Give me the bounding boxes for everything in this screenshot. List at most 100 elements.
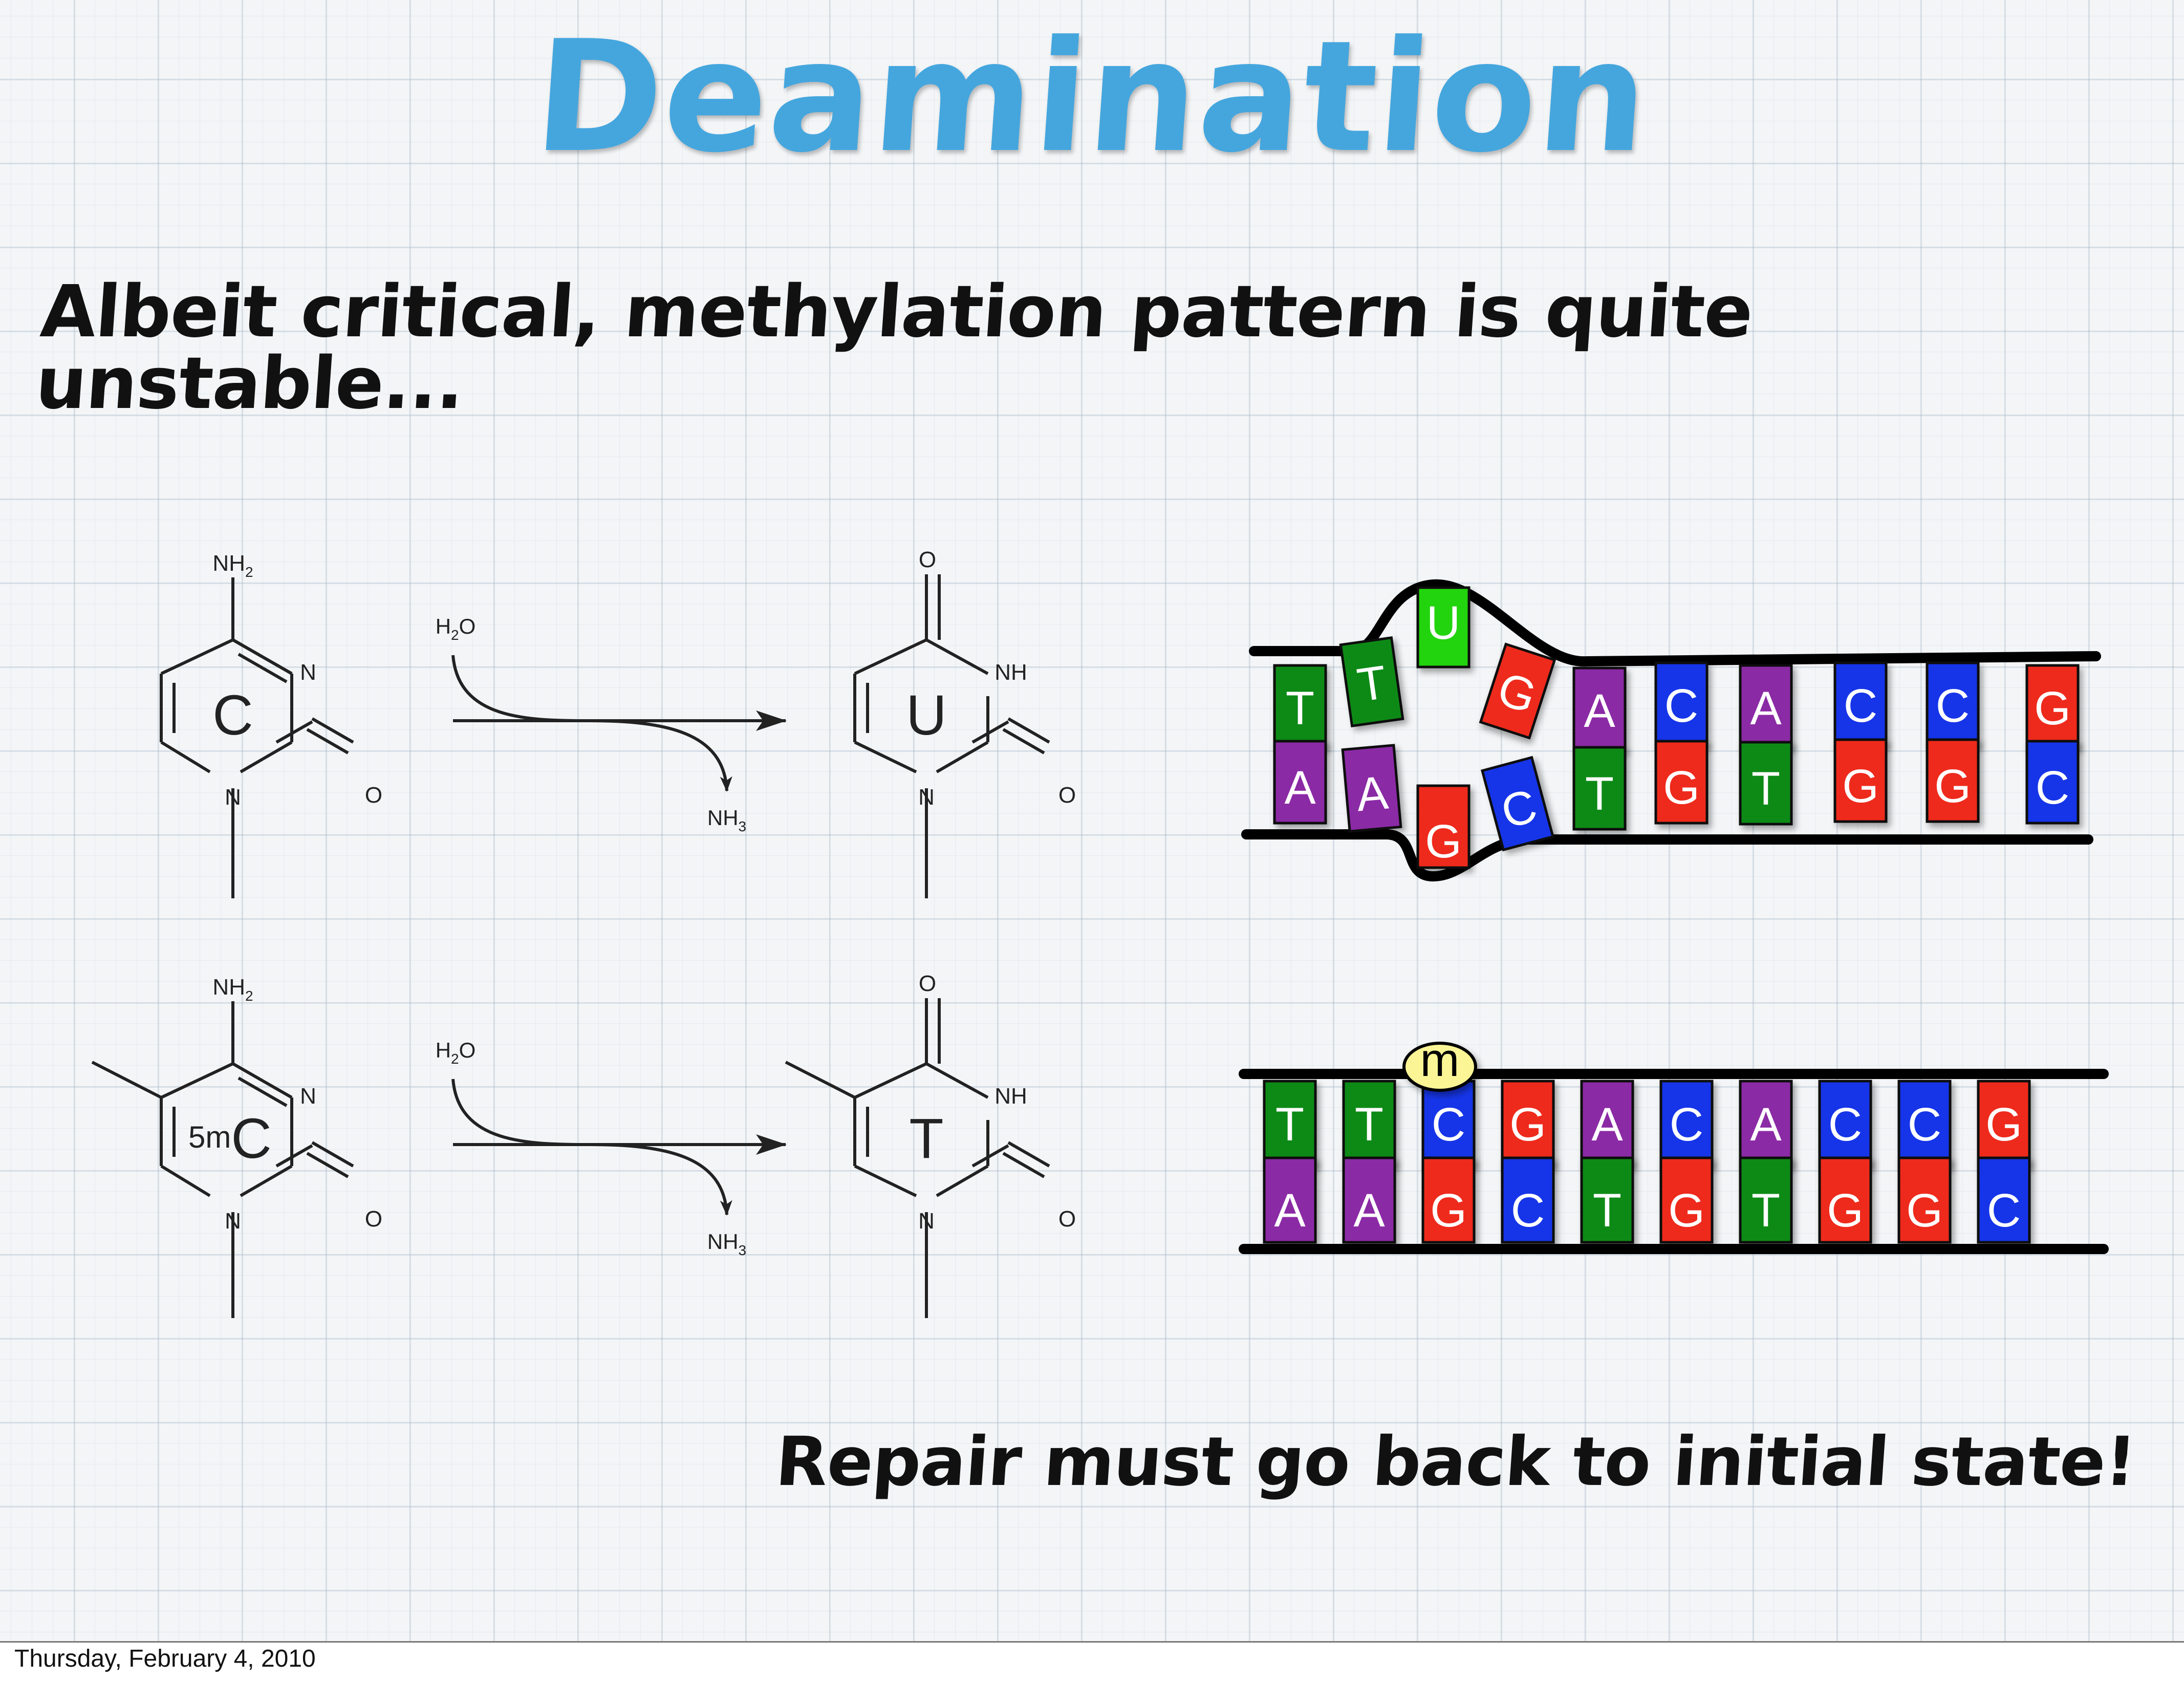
- svg-text:H2O: H2O: [436, 614, 476, 643]
- base-letter: G: [2034, 682, 2071, 735]
- base-bottom-a: A: [1342, 1156, 1396, 1244]
- carbonyl-oxygen-label: O: [1058, 1206, 1076, 1232]
- base-top-c: C: [1926, 661, 1980, 746]
- base-letter-5mc: 5mC: [188, 1107, 272, 1170]
- reaction-arrow: H2O NH3: [436, 614, 787, 834]
- base-letter: T: [1275, 1098, 1304, 1151]
- base-top-g: G: [2025, 664, 2080, 749]
- base-bottom-t: T: [1739, 1156, 1793, 1244]
- base-bottom-g: G: [1421, 1156, 1476, 1244]
- base-letter: C: [1511, 1184, 1545, 1237]
- base-bottom-a: A: [1273, 740, 1327, 825]
- base-letter: C: [1908, 1098, 1941, 1151]
- reaction-methylcytosine-to-thymine: NH2 N N O 5mC H2O NH3: [91, 971, 1076, 1318]
- base-letter: A: [1750, 1098, 1782, 1151]
- base-letter: T: [1354, 656, 1390, 712]
- base-letter: G: [1842, 760, 1879, 812]
- base-letter: G: [1668, 1184, 1705, 1237]
- ring-nitrogen-label: N: [300, 1084, 316, 1109]
- base-top-t: T: [1342, 1080, 1396, 1167]
- reaction-cytosine-to-uracil: NH2 N N O C H2O NH3: [160, 547, 1076, 898]
- base-top-t: T: [1263, 1080, 1317, 1167]
- base-top-t: T: [1339, 636, 1404, 728]
- svg-text:NH3: NH3: [707, 806, 746, 834]
- base-letter: A: [1750, 682, 1782, 735]
- base-letter: T: [1593, 1184, 1621, 1237]
- base-letter: C: [1670, 1098, 1703, 1151]
- base-top-g: G: [1977, 1080, 2031, 1167]
- ring-nitrogen-label: N: [300, 660, 316, 685]
- conclusion-text: Repair must go back to initial state!: [773, 1423, 2138, 1501]
- base-top-a: A: [1572, 666, 1627, 751]
- base-letter: A: [1274, 1184, 1306, 1237]
- base-bottom-a: A: [1341, 744, 1402, 833]
- base-top-g: G: [1501, 1080, 1555, 1167]
- carbonyl-oxygen-label: O: [365, 783, 382, 808]
- base-letter: G: [1934, 760, 1971, 812]
- base-letter: C: [1828, 1098, 1862, 1151]
- base-top-a: A: [1739, 1080, 1793, 1167]
- base-bottom-g: G: [1833, 738, 1888, 823]
- base-top-c: C: [1659, 1080, 1714, 1167]
- oxygen-label: O: [919, 547, 936, 572]
- base-letter: T: [1355, 1098, 1383, 1151]
- ring-nitrogen-label: N: [225, 1209, 241, 1234]
- base-bottom-t: T: [1580, 1156, 1634, 1244]
- base-bottom-g: G: [1897, 1156, 1952, 1244]
- base-letter: C: [1664, 680, 1698, 732]
- base-top-a: A: [1580, 1080, 1634, 1167]
- base-bottom-a: A: [1263, 1156, 1317, 1244]
- base-top-u: U: [1416, 586, 1471, 669]
- base-top-c: C: [1421, 1080, 1476, 1167]
- base-bottom-c: C: [1977, 1156, 2031, 1244]
- base-letter: T: [1751, 1184, 1780, 1237]
- base-letter: A: [1354, 766, 1391, 821]
- base-bottom-c: C: [2025, 740, 2080, 825]
- base-bottom-t: T: [1572, 746, 1627, 831]
- base-letter: G: [1425, 815, 1462, 868]
- base-top-c: C: [1833, 661, 1888, 746]
- base-letter: T: [1751, 763, 1780, 815]
- base-bottom-t: T: [1739, 741, 1793, 826]
- uracil-structure: O NH N O U: [853, 547, 1076, 898]
- base-top-a: A: [1739, 664, 1793, 749]
- base-letter: C: [2036, 762, 2069, 814]
- base-letter: G: [1509, 1098, 1546, 1151]
- base-bottom-g: G: [1659, 1156, 1714, 1244]
- base-letter: A: [1284, 762, 1316, 814]
- base-top-t: T: [1273, 664, 1327, 749]
- carbonyl-oxygen-label: O: [365, 1206, 382, 1232]
- nh-label: NH: [994, 660, 1027, 685]
- base-top-c: C: [1897, 1080, 1952, 1167]
- base-letter: A: [1584, 685, 1615, 737]
- ring-nitrogen-label: N: [918, 785, 935, 810]
- methyl-tag-label: m: [1420, 1034, 1460, 1086]
- base-bottom-g: G: [1416, 784, 1471, 869]
- base-top-c: C: [1818, 1080, 1872, 1167]
- base-top-c: C: [1654, 661, 1709, 746]
- slide-background: Deamination Albeit critical, methylation…: [0, 0, 2184, 1643]
- base-letter-c: C: [212, 684, 253, 747]
- base-letter: G: [1663, 762, 1700, 814]
- base-letter: C: [1936, 680, 1970, 732]
- base-letter: G: [1906, 1184, 1943, 1237]
- nh-label: NH: [994, 1084, 1027, 1109]
- base-letter: T: [1585, 768, 1614, 820]
- base-letter-t: T: [909, 1107, 943, 1170]
- methyl-tag: m: [1402, 1034, 1477, 1092]
- base-bottom-g: G: [1818, 1156, 1872, 1244]
- diagram-canvas: NH2 N N O C H2O NH3: [91, 547, 2109, 1318]
- base-bottom-g: G: [1926, 738, 1980, 823]
- ring-nitrogen-label: N: [225, 785, 241, 810]
- ring-nitrogen-label: N: [918, 1209, 935, 1234]
- backbone-top-strand: [1249, 579, 2101, 667]
- base-bottom-g: G: [1654, 740, 1709, 825]
- footer-date: Thursday, February 4, 2010: [14, 1645, 316, 1672]
- backbone-bottom-strand: [1241, 829, 2093, 882]
- reaction-arrow: H2O NH3: [436, 1038, 787, 1258]
- base-letter: G: [1827, 1184, 1864, 1237]
- base-letter: G: [1430, 1184, 1467, 1237]
- methylcytosine-structure: NH2 N N O 5mC: [91, 975, 382, 1318]
- base-letter: A: [1353, 1184, 1385, 1237]
